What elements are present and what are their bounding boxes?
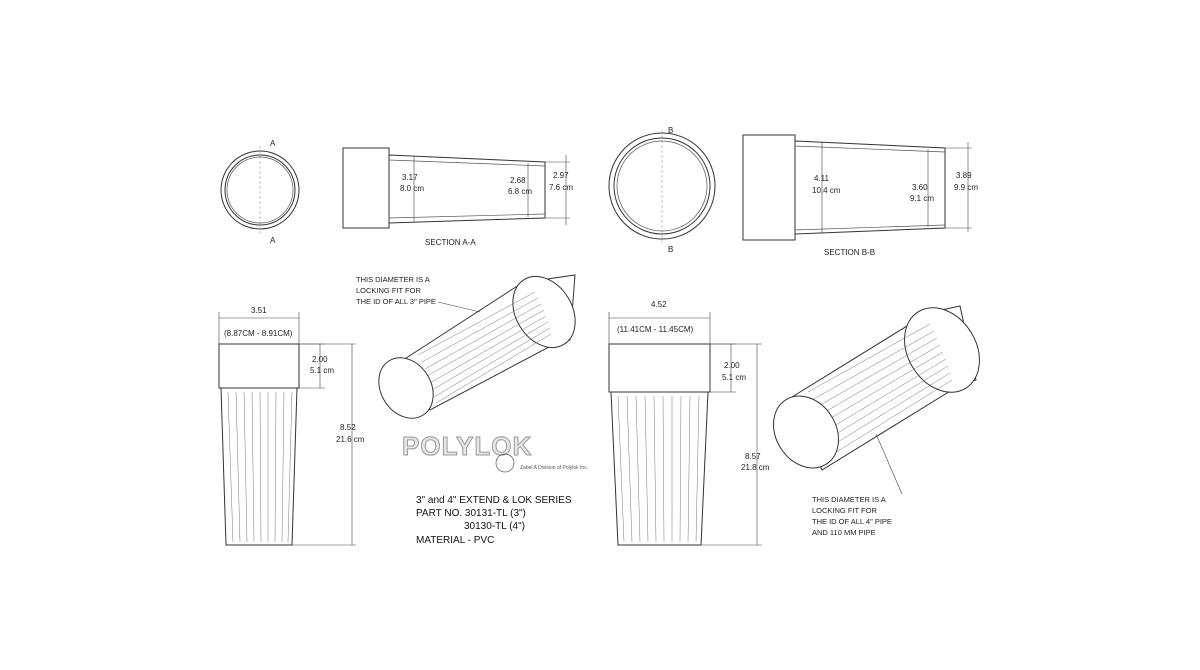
length-3in-cm: 21.6 cm xyxy=(336,435,365,444)
section-a-a-view: 3.17 8.0 cm 2.68 6.8 cm 2.97 7.6 cm SECT… xyxy=(342,147,573,247)
logo-wordmark: POLYLOK xyxy=(402,431,532,461)
note-3in-line1: THIS DIAMETER IS A xyxy=(356,275,430,284)
section-mark-b-bottom: B xyxy=(668,245,673,254)
collar-3in-cm: 5.1 cm xyxy=(310,366,334,375)
part-no-4in: 30130-TL (4") xyxy=(464,521,525,532)
dim-b-end-cm: 9.1 cm xyxy=(910,194,934,203)
note-4in-line2: LOCKING FIT FOR xyxy=(812,506,877,515)
material: MATERIAL - PVC xyxy=(416,535,494,546)
dim-a-od-inch: 2.97 xyxy=(553,171,569,180)
dim-a-od-cm: 7.6 cm xyxy=(549,183,573,192)
side-view-4in: 4.52 (11.41CM - 11.45CM) 2.00 5.1 cm 8.5… xyxy=(608,300,770,546)
section-mark-a-top: A xyxy=(270,139,276,148)
collar-4in-inch: 2.00 xyxy=(724,361,740,370)
length-3in-inch: 8.52 xyxy=(340,423,356,432)
section-mark-a-bottom: A xyxy=(270,236,276,245)
dim-b-id-inch: 4.11 xyxy=(814,174,830,183)
note-3in: THIS DIAMETER IS A LOCKING FIT FOR THE I… xyxy=(356,275,436,306)
logo-tagline: Zabel A Division of Polylok Inc. xyxy=(520,465,588,471)
section-mark-b-top: B xyxy=(668,126,673,135)
title-block: 3" and 4" EXTEND & LOK SERIES PART NO. 3… xyxy=(416,495,572,546)
width-3in: 3.51 xyxy=(251,306,267,315)
series-title: 3" and 4" EXTEND & LOK SERIES xyxy=(416,495,572,506)
section-b-caption: SECTION B-B xyxy=(824,248,875,257)
dim-a-end-cm: 6.8 cm xyxy=(508,187,532,196)
end-view-a: A A xyxy=(220,139,300,245)
dim-a-id-inch: 3.17 xyxy=(402,173,418,182)
width-range-3in: (8.87CM - 8.91CM) xyxy=(224,329,293,338)
length-4in-inch: 8.57 xyxy=(745,452,761,461)
length-4in-cm: 21.8 cm xyxy=(741,463,770,472)
note-4in-line4: AND 110 MM PIPE xyxy=(812,528,876,537)
width-range-4in: (11.41CM - 11.45CM) xyxy=(617,325,694,334)
isometric-4in: THIS DIAMETER IS A LOCKING FIT FOR THE I… xyxy=(773,305,980,537)
width-4in: 4.52 xyxy=(651,300,667,309)
note-4in: THIS DIAMETER IS A LOCKING FIT FOR THE I… xyxy=(812,495,894,537)
collar-3in-inch: 2.00 xyxy=(312,355,328,364)
dim-b-id-cm: 10.4 cm xyxy=(812,186,841,195)
side-view-3in: 3.51 (8.87CM - 8.91CM) 2.00 5.1 cm 8.52 … xyxy=(218,306,365,546)
note-3in-line3: THE ID OF ALL 3" PIPE xyxy=(356,297,436,306)
isometric-3in: THIS DIAMETER IS A LOCKING FIT FOR THE I… xyxy=(356,274,576,419)
collar-4in-cm: 5.1 cm xyxy=(722,373,746,382)
dim-a-end-inch: 2.68 xyxy=(510,176,526,185)
note-4in-line3: THE ID OF ALL 4" PIPE xyxy=(812,517,892,526)
dim-b-end-inch: 3.60 xyxy=(912,183,928,192)
section-a-caption: SECTION A-A xyxy=(425,238,476,247)
polylok-logo: POLYLOK Zabel A Division of Polylok Inc. xyxy=(402,431,588,473)
part-no-3in: PART NO. 30131-TL (3") xyxy=(416,508,526,519)
section-b-b-view: 4.11 10.4 cm 3.60 9.1 cm 3.89 9.9 cm SEC… xyxy=(742,134,978,257)
dim-b-od-inch: 3.89 xyxy=(956,171,972,180)
note-4in-line1: THIS DIAMETER IS A xyxy=(812,495,886,504)
dim-b-od-cm: 9.9 cm xyxy=(954,183,978,192)
note-3in-line2: LOCKING FIT FOR xyxy=(356,286,421,295)
end-view-b: B B xyxy=(608,126,716,254)
dim-a-id-cm: 8.0 cm xyxy=(400,184,424,193)
